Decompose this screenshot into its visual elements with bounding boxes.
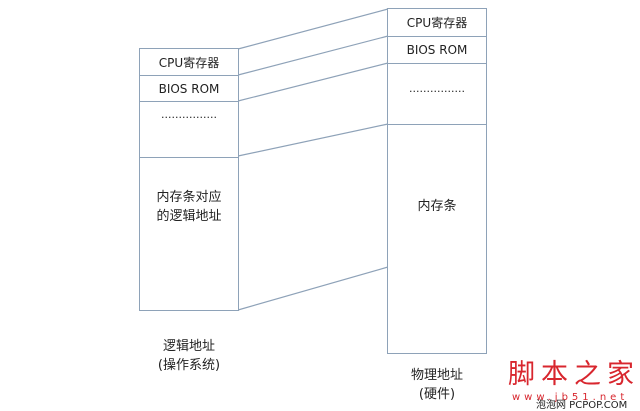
- logical-row-ellipsis: ................: [140, 102, 238, 158]
- watermark-logo: 脚本之家: [508, 359, 640, 390]
- mapping-line-bios: [237, 35, 389, 76]
- mapping-line-cpu: [237, 8, 389, 50]
- logical-address-box: CPU寄存器 BIOS ROM ................ 内存条对应 的…: [139, 48, 239, 311]
- logical-memory-label: 内存条对应 的逻辑地址: [156, 158, 221, 226]
- logical-row-memory: 内存条对应 的逻辑地址: [140, 158, 238, 310]
- logical-row-bios-rom: BIOS ROM: [140, 76, 238, 102]
- watermark-url: www.jb51.net: [512, 392, 629, 403]
- logical-row-cpu-registers: CPU寄存器: [140, 49, 238, 76]
- mapping-line-memory-top: [237, 123, 389, 157]
- mapping-line-dots: [237, 62, 389, 102]
- physical-row-cpu-registers: CPU寄存器: [388, 9, 486, 37]
- caption-line1: 物理地址: [410, 368, 463, 383]
- logical-row-label: CPU寄存器: [158, 55, 220, 70]
- physical-row-ellipsis: ................: [388, 64, 486, 125]
- physical-row-bios-rom: BIOS ROM: [388, 37, 486, 64]
- ellipsis-dots: ................: [409, 82, 465, 95]
- physical-memory-label: 内存条: [417, 199, 457, 214]
- physical-address-caption: 物理地址 (硬件): [387, 366, 487, 404]
- physical-row-memory: 内存条: [388, 125, 486, 353]
- logical-memory-label-line1: 内存条对应: [156, 190, 222, 205]
- mapping-line-memory-bottom: [237, 266, 389, 311]
- physical-address-box: CPU寄存器 BIOS ROM ................ 内存条: [387, 8, 487, 354]
- caption-line1: 逻辑地址: [162, 339, 215, 354]
- watermark-sub: 泡泡网 PCPOP.COM: [536, 400, 628, 411]
- caption-line2: (操作系统): [157, 358, 221, 373]
- ellipsis-dots: ................: [161, 108, 217, 121]
- caption-line2: (硬件): [418, 387, 456, 402]
- logical-address-caption: 逻辑地址 (操作系统): [139, 337, 239, 375]
- physical-row-label: CPU寄存器: [406, 16, 468, 30]
- logical-row-label: BIOS ROM: [158, 81, 220, 96]
- logical-memory-label-line2: 的逻辑地址: [156, 209, 222, 224]
- physical-row-label: BIOS ROM: [406, 43, 468, 57]
